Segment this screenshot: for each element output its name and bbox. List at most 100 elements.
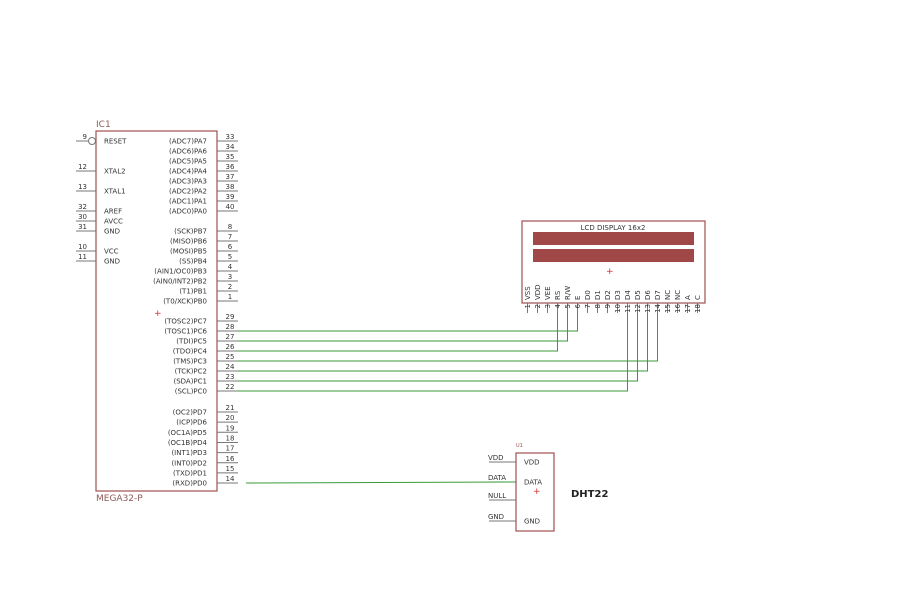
lcd-origin-cross: + xyxy=(606,267,614,277)
ic1-pin: 3(AIN0/INT2)PB2 xyxy=(153,273,238,286)
pin-number: 9 xyxy=(604,304,612,308)
ic1-body xyxy=(95,130,218,492)
pin-number: 32 xyxy=(78,203,87,211)
ic1-pin: 8(SCK)PB7 xyxy=(174,223,238,236)
pin-name: (ADC6)PA6 xyxy=(169,148,208,156)
pin-label: GND xyxy=(488,513,504,521)
dht-label: DHT22 xyxy=(571,489,608,500)
pin-number: 13 xyxy=(644,304,652,313)
pin-name: VSS xyxy=(524,286,532,300)
dht-origin-cross: + xyxy=(533,487,541,497)
lcd-pin: E6 xyxy=(574,296,582,313)
pin-name: (SDA)PC1 xyxy=(173,378,207,386)
pin-name: D4 xyxy=(624,290,632,300)
ic1-pin: 23 (SDA)PC1 xyxy=(173,373,238,386)
pin-name: D6 xyxy=(644,290,652,300)
pin-number: 8 xyxy=(594,304,602,308)
pin-number: 15 xyxy=(664,304,672,313)
ic1-pin: 34 (ADC6)PA6 xyxy=(169,143,238,156)
pin-name: (ADC2)PA2 xyxy=(169,188,207,196)
ic1-ref-label: IC1 xyxy=(96,120,111,130)
lcd-row-2 xyxy=(533,249,694,262)
pin-number: 26 xyxy=(226,343,235,351)
pin-name: GND xyxy=(104,258,120,266)
ic1-pin: 40(ADC0)PA0 xyxy=(169,203,238,216)
pin-name: D1 xyxy=(594,290,602,300)
ic1-pin: 36(ADC4)PA4 xyxy=(169,163,238,176)
dht-body xyxy=(515,452,555,532)
lcd-component[interactable]: LCD DISPLAY 16x2 + VSS1VDD2VEE3RS4R/W5E6… xyxy=(521,220,706,313)
ic1-pin: 29(TOSC2)PC7 xyxy=(164,313,238,326)
pin-number: 2 xyxy=(534,304,542,308)
pin-number: 2 xyxy=(228,283,232,291)
pin-number: 33 xyxy=(226,133,235,141)
dht-ref-label: U1 xyxy=(516,443,523,449)
pin-name: (ADC7)PA7 xyxy=(169,138,207,146)
pin-name: (TDI)PC5 xyxy=(176,338,207,346)
pin-name: (TDO)PC4 xyxy=(173,348,208,356)
pin-number: 15 xyxy=(226,465,235,473)
pin-number: 12 xyxy=(78,163,87,171)
ic1-pin: 25(TMS)PC3 xyxy=(173,353,238,366)
ic1-pin: 17(INT1)PD3 xyxy=(171,445,238,457)
pin-number: 5 xyxy=(228,253,232,261)
pin-name: D5 xyxy=(634,290,642,300)
ic1-pin: 26 (TDO)PC4 xyxy=(173,343,238,356)
ic1-pin: 33 (ADC7)PA7 xyxy=(169,133,238,146)
pin-number: 24 xyxy=(226,363,235,371)
pin-label: NULL xyxy=(488,492,506,500)
pin-name: D7 xyxy=(654,290,662,300)
ic1-pin: 6(MOSI)PB5 xyxy=(170,243,238,256)
net-wire xyxy=(238,313,628,392)
pin-name: (AIN0/INT2)PB2 xyxy=(153,278,207,286)
pin-name: (AIN1/OC0)PB3 xyxy=(154,268,207,276)
pin-number: 17 xyxy=(684,304,692,313)
net-wires xyxy=(238,313,658,484)
lcd-pin: C18 xyxy=(694,295,702,313)
pin-name: (TXD)PD1 xyxy=(173,469,207,477)
pin-name: E xyxy=(574,296,582,300)
pin-name: (INT1)PD3 xyxy=(171,449,207,457)
pin-name: RS xyxy=(554,290,562,300)
pin-number: 27 xyxy=(226,333,235,341)
pin-number: 39 xyxy=(226,193,235,201)
pin-name: GND xyxy=(104,228,120,236)
pin-name: (OC2)PD7 xyxy=(173,409,207,417)
pin-number: 34 xyxy=(226,143,235,151)
ic1-pin: 35(ADC5)PA5 xyxy=(169,153,238,166)
pin-number: 19 xyxy=(226,424,235,432)
ic1-pin: 18(OC1B)PD4 xyxy=(168,434,238,447)
lcd-pin: D07 xyxy=(584,290,592,313)
ic1-pin: 24(TCK)PC2 xyxy=(175,363,238,376)
pin-name: (MISO)PB6 xyxy=(170,238,208,246)
ic1-pin: 4(AIN1/OC0)PB3 xyxy=(154,263,238,276)
ic1-part-label: MEGA32-P xyxy=(96,494,143,504)
pin-name: (SCK)PB7 xyxy=(174,228,207,236)
ic1-pin: 2(T1)PB1 xyxy=(179,283,238,296)
pin-name: VDD xyxy=(524,459,540,467)
lcd-pin: D1 8 xyxy=(594,290,602,313)
ic1-right-pins: 33 (ADC7)PA7 34 (ADC6)PA635(ADC5)PA536(ADC4… xyxy=(153,133,238,488)
ic1-left-pins: 9RESET12XTAL213XTAL132AREF30AVCC31GND10V… xyxy=(76,133,127,266)
lcd-title: LCD DISPLAY 16x2 xyxy=(581,224,646,232)
pin-name: (ADC4)PA4 xyxy=(169,168,208,176)
pin-number: 22 xyxy=(226,383,235,391)
ic1-component[interactable]: IC1 MEGA32-P + 9RESET12XTAL213XTAL132ARE… xyxy=(76,120,238,504)
pin-number: 23 xyxy=(226,373,235,381)
ic1-pin: 14(RXD)PD0 xyxy=(172,475,238,488)
ic1-pin: 27 (TDI)PC5 xyxy=(176,333,238,346)
lcd-body xyxy=(521,220,706,304)
pin-number: 12 xyxy=(634,304,642,313)
pin-number: 31 xyxy=(78,223,87,231)
pin-number: 9 xyxy=(83,133,87,141)
